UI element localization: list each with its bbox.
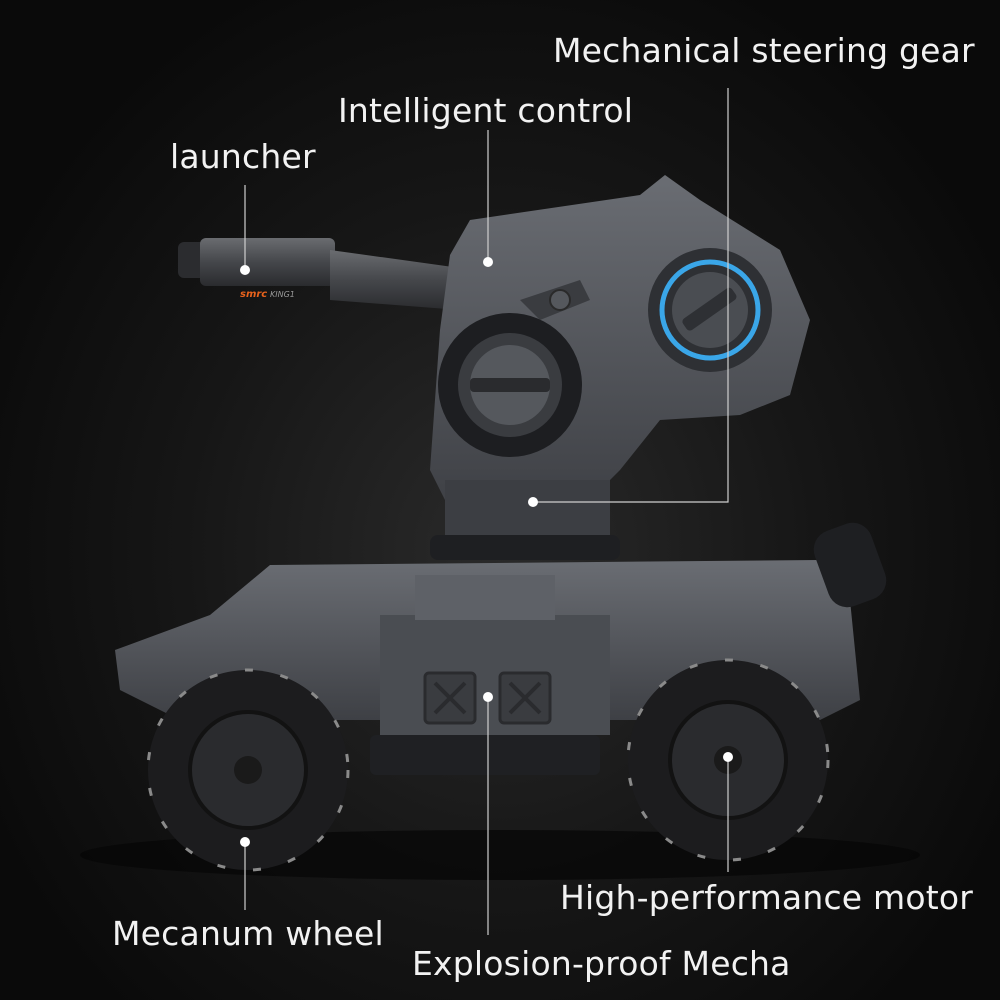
label-explosion-proof: Explosion-proof Mecha (412, 944, 791, 983)
callout-lines (244, 88, 729, 935)
front-wheel (146, 668, 350, 872)
launcher-barrel: smrc KING1 (178, 238, 460, 310)
turret (430, 175, 810, 560)
brand-logo: smrc (240, 289, 267, 300)
callout-dots (240, 257, 733, 847)
label-motor: High-performance motor (560, 878, 974, 917)
label-steering-gear: Mechanical steering gear (553, 31, 975, 70)
label-mecanum-wheel: Mecanum wheel (112, 914, 384, 953)
label-launcher: launcher (170, 137, 316, 176)
brand-model: KING1 (270, 290, 295, 299)
label-intelligent-control: Intelligent control (338, 91, 634, 130)
